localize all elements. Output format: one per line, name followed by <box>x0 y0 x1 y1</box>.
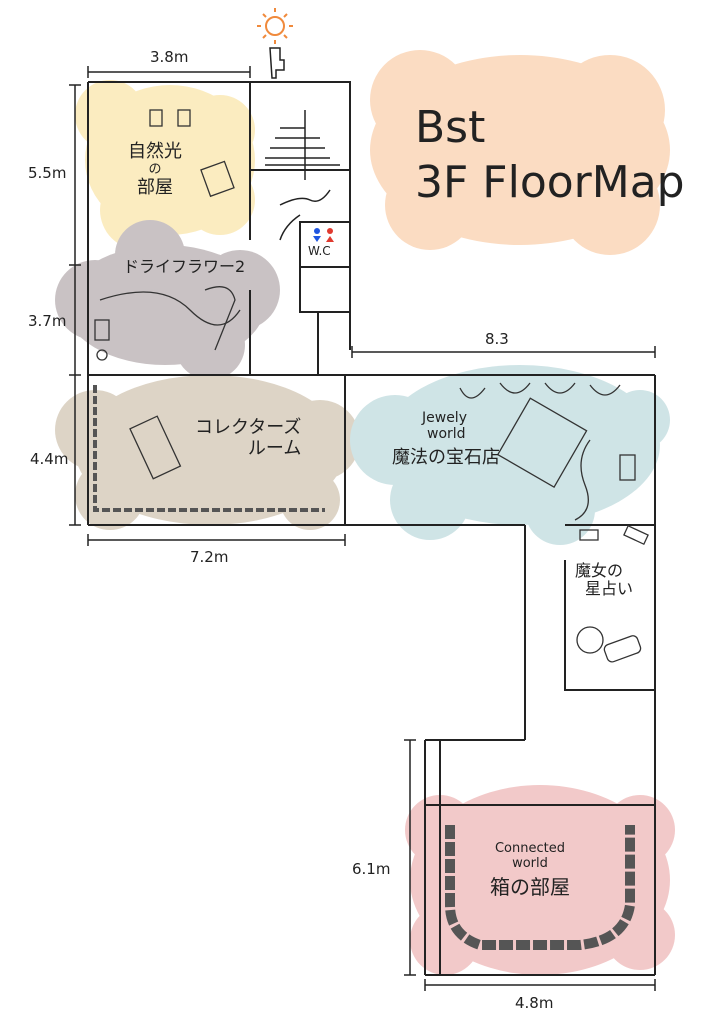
room-label: の <box>148 161 162 177</box>
dim-left-lower: 4.4m <box>30 450 69 468</box>
dry-flower-room-blob <box>55 220 280 380</box>
dim-left-upper: 5.5m <box>28 164 67 182</box>
dimension-lines <box>69 66 656 991</box>
dim-bottom-left: 7.2m <box>190 548 229 566</box>
stairs-icon <box>265 110 340 241</box>
box-room-blob <box>405 785 675 975</box>
natural-light-room-blob <box>75 80 255 250</box>
title-line-2: 3F FloorMap <box>415 157 685 208</box>
sun-icon <box>257 8 293 44</box>
room-label: ルーム <box>247 437 302 459</box>
title-line-1: Bst <box>415 102 486 153</box>
room-dry-flower[interactable]: ドライフラワー2 <box>123 257 246 276</box>
dim-left-middle: 3.7m <box>28 312 67 330</box>
dim-box-height: 6.1m <box>352 860 391 878</box>
room-collectors[interactable]: コレクターズ ルーム <box>195 417 302 459</box>
room-label: Jewely <box>422 410 467 426</box>
room-label: 箱の部屋 <box>490 874 570 899</box>
furniture <box>93 109 649 950</box>
room-label: Connected <box>494 841 565 856</box>
room-natural-light[interactable]: 自然光 の 部屋 <box>128 141 182 198</box>
room-label: 星占い <box>585 579 634 599</box>
walls <box>87 81 656 976</box>
dim-jewel-width: 8.3 <box>485 330 509 348</box>
dim-top: 3.8m <box>150 48 189 66</box>
room-box[interactable]: Connected world 箱の部屋 <box>490 841 570 899</box>
room-label: world <box>512 855 548 871</box>
room-witch-fortune[interactable]: 魔女の 星占い <box>575 561 634 599</box>
map-title: Bst 3F FloorMap <box>415 100 685 210</box>
title-blob <box>370 50 670 255</box>
dim-box-width: 4.8m <box>515 994 554 1012</box>
room-label: 部屋 <box>137 176 173 198</box>
room-label: 魔法の宝石店 <box>392 447 500 469</box>
room-label: world <box>427 426 466 443</box>
collectors-room-blob <box>55 375 360 530</box>
room-label: 自然光 <box>128 141 182 162</box>
room-jewel-shop[interactable]: Jewely world 魔法の宝石店 <box>392 410 500 469</box>
hand-pointer-icon <box>269 47 285 79</box>
wc-label[interactable]: W.C <box>308 244 331 258</box>
room-label: 魔女の <box>575 561 624 580</box>
wc-icon <box>313 228 334 242</box>
jewel-shop-blob <box>350 365 670 545</box>
room-label: コレクターズ <box>195 417 302 438</box>
